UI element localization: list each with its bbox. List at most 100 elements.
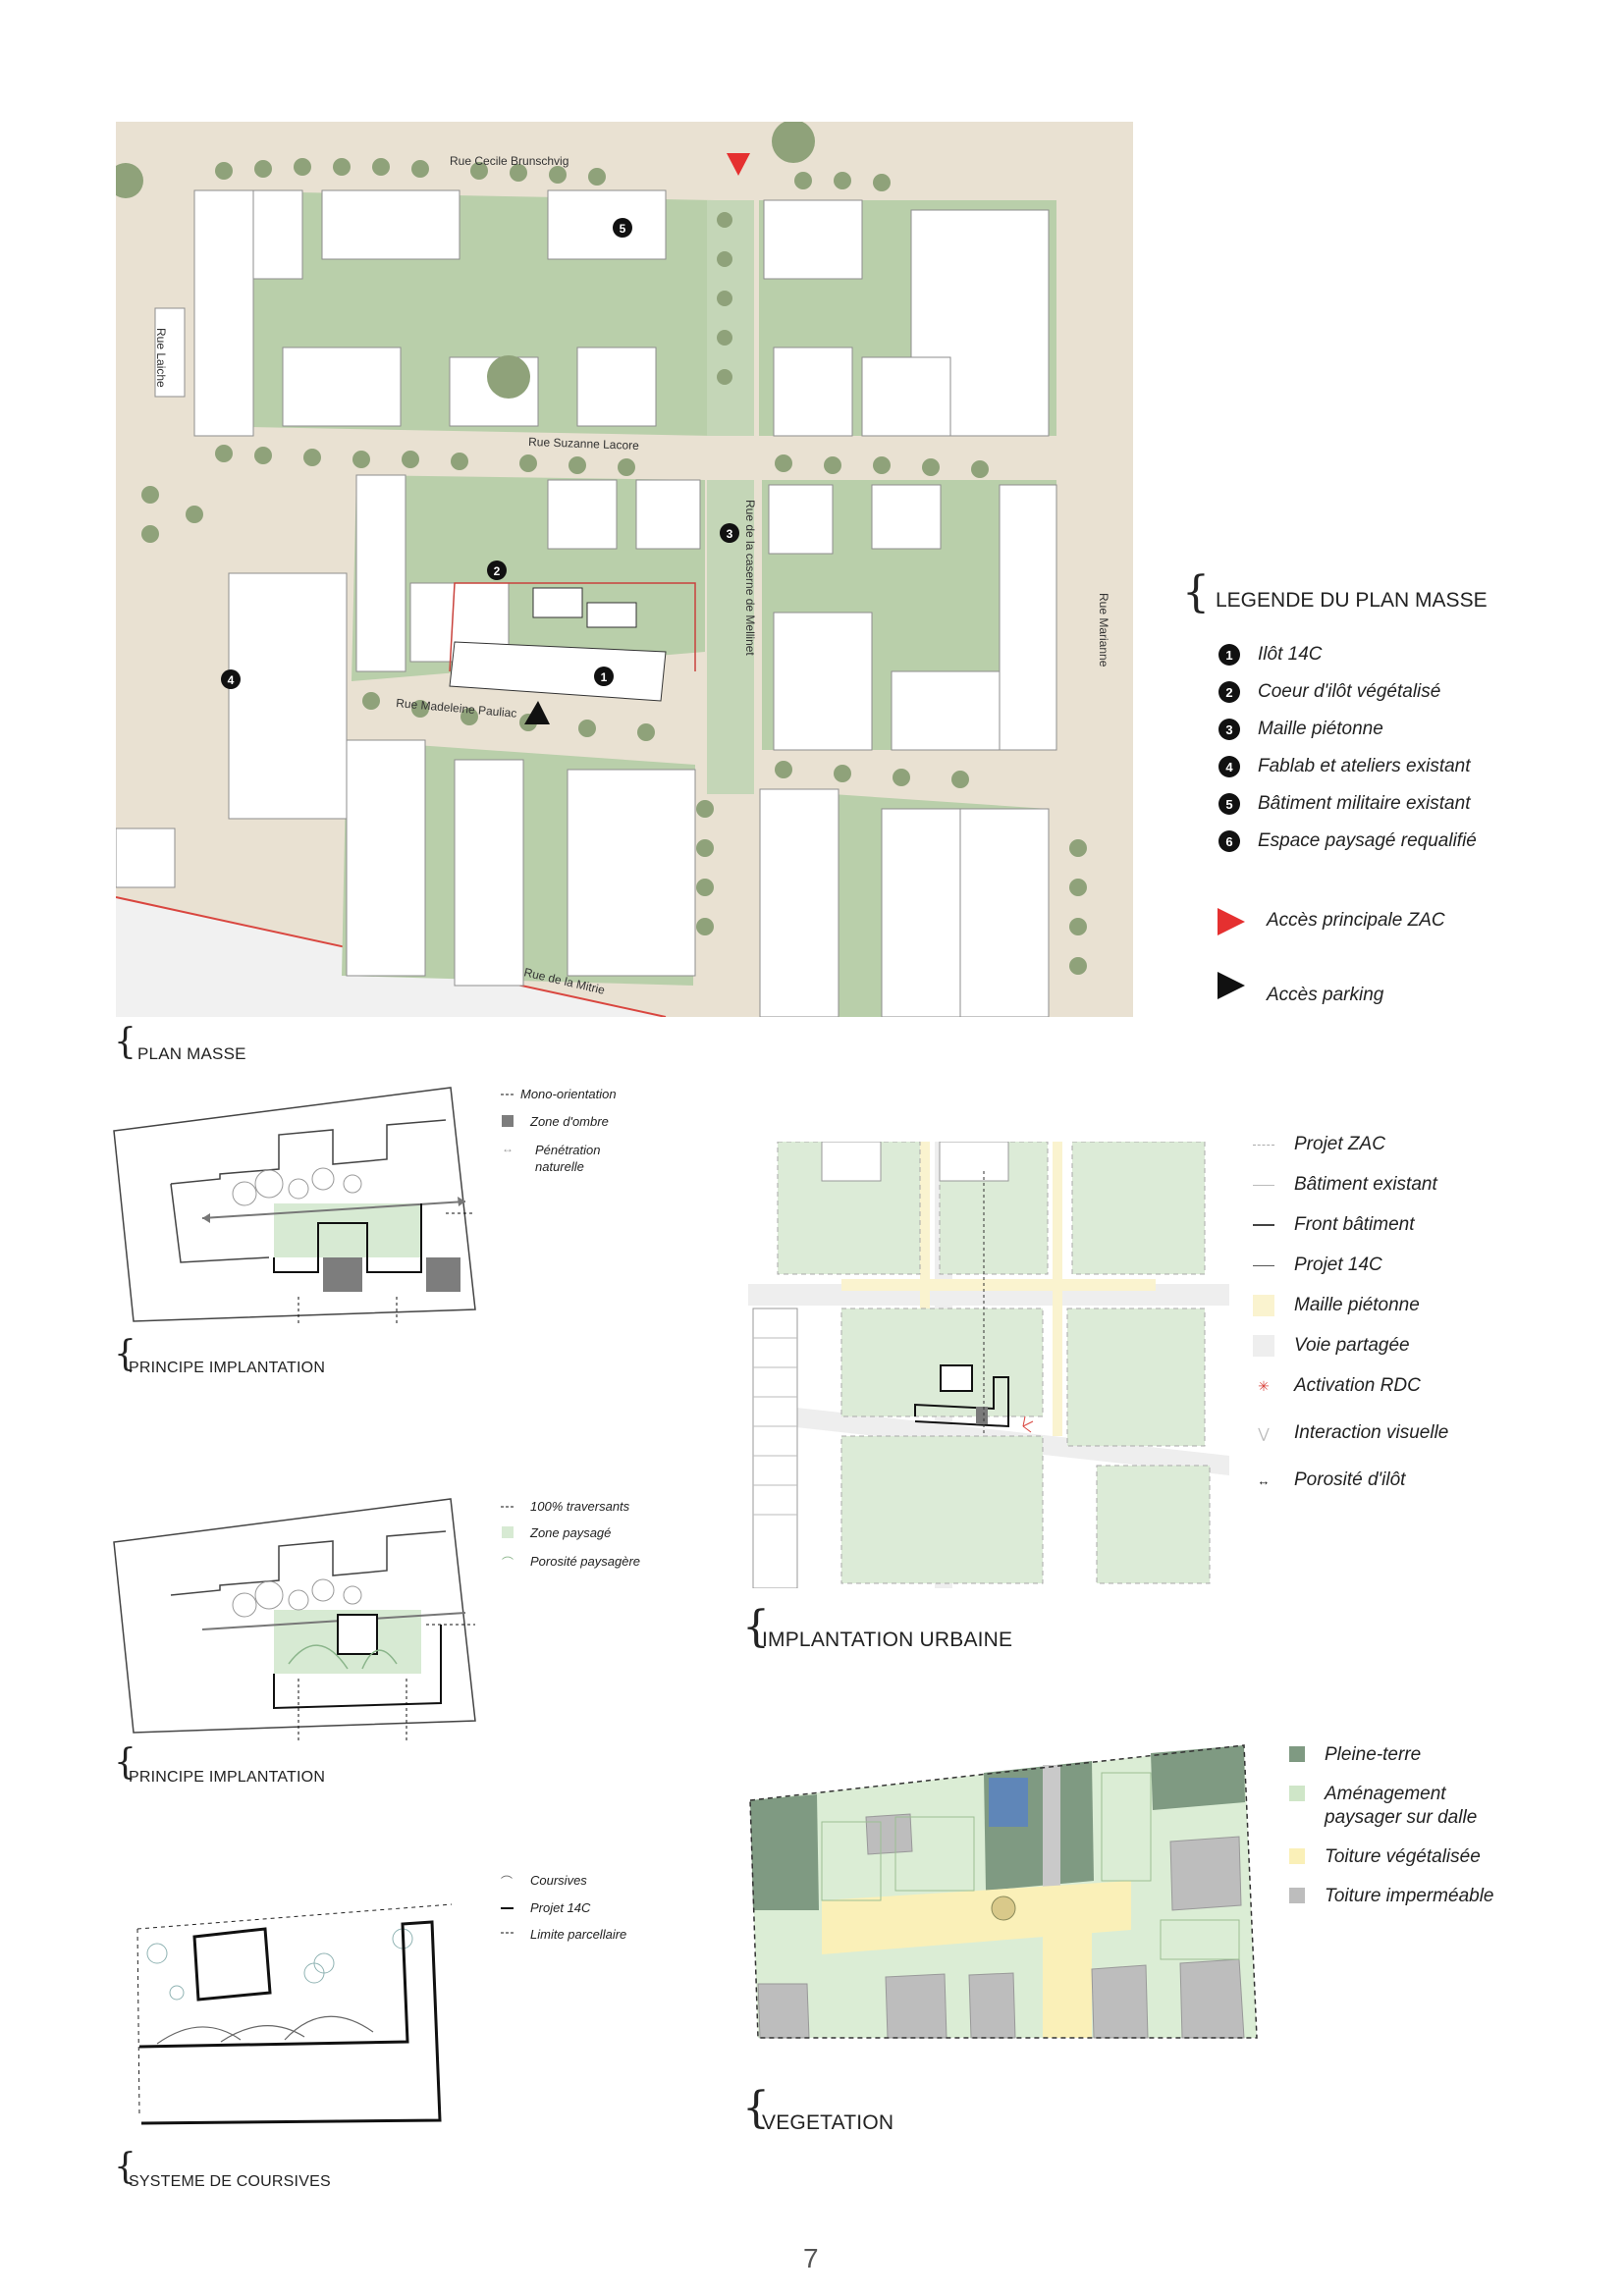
svg-text:5: 5 [620, 222, 626, 236]
marker-1: 1 [594, 667, 614, 686]
diagram3-legend-item: Limite parcellaire [530, 1927, 627, 1942]
urbaine-legend-item: ⋁ Interaction visuelle [1253, 1418, 1547, 1448]
coursives-diagram [136, 1903, 453, 2125]
green-roof-swatch-icon [1289, 1848, 1305, 1864]
urbaine-legend-item: Maille piétonne [1253, 1291, 1547, 1320]
diagram2-legend-item: Porosité paysagère [530, 1554, 641, 1569]
svg-text:3: 3 [727, 527, 733, 541]
porosity-arrow-icon: ↔ [1257, 1472, 1271, 1488]
legend-label: Fablab et ateliers existant [1258, 756, 1471, 776]
legend-number-badge: 6 [1218, 830, 1240, 852]
caption-bracket: { [114, 2147, 136, 2187]
natural-penetration-arrow-icon: ↔ [502, 1142, 514, 1155]
porosity-curve-icon: ⌒ [502, 1556, 514, 1570]
plan-masse-caption: PLAN MASSE [137, 1044, 246, 1063]
svg-text:4: 4 [228, 673, 235, 687]
urbaine-legend-item: Voie partagée [1253, 1331, 1547, 1361]
urbaine-legend-item: Bâtiment existant [1253, 1170, 1547, 1200]
project-14c-line-icon [1253, 1264, 1274, 1266]
vegetation-plan [749, 1744, 1258, 2039]
legend-item: 6 Espace paysagé requalifié [1218, 823, 1552, 860]
legend-number-badge: 3 [1218, 719, 1240, 740]
marker-5: 5 [613, 218, 632, 238]
coursive-curve-icon: ⌒ [501, 1875, 514, 1889]
vegetation-legend-item: Aménagement paysager sur dalle [1289, 1783, 1544, 1830]
legend-number-badge: 4 [1218, 756, 1240, 777]
pleine-terre-swatch-icon [1289, 1746, 1305, 1762]
caption-bracket: { [742, 1602, 770, 1652]
legend-access-main: Accès principale ZAC [1267, 910, 1445, 931]
page-number: 7 [803, 2243, 819, 2273]
marker-2: 2 [487, 561, 507, 580]
marker-3: 3 [720, 523, 739, 543]
legend-number-badge: 1 [1218, 644, 1240, 666]
legend-item: 2 Coeur d'ilôt végétalisé [1218, 673, 1552, 711]
legend-number-badge: 2 [1218, 681, 1240, 703]
svg-text:2: 2 [494, 564, 501, 578]
caption-bracket: { [114, 1022, 136, 1062]
caption-bracket: { [114, 1334, 136, 1374]
legend-label: Bâtiment militaire existant [1258, 793, 1471, 814]
traversant-arrow-icon [501, 1506, 514, 1508]
pedestrian-mesh-swatch-icon [1253, 1295, 1274, 1316]
plan-legend-list: 1 Ilôt 14C 2 Coeur d'ilôt végétalisé 3 M… [1218, 636, 1552, 860]
slab-landscape-swatch-icon [1289, 1786, 1305, 1801]
svg-text:1: 1 [601, 670, 608, 684]
vegetation-caption: VEGETATION [762, 2111, 894, 2134]
ground-floor-activation-icon: ✳ [1258, 1377, 1270, 1394]
diagram1-legend-item: Mono-orientation [520, 1087, 617, 1101]
legend-label: Ilôt 14C [1258, 644, 1323, 665]
shared-road-swatch-icon [1253, 1335, 1274, 1357]
diagram2-legend-item: Zone paysagé [530, 1525, 612, 1540]
diagram1-legend-item: Pénétration naturelle [535, 1143, 601, 1174]
parking-access-arrow-icon [524, 701, 550, 724]
urbaine-legend-item: Front bâtiment [1253, 1210, 1547, 1240]
marker-4: 4 [221, 669, 241, 689]
diagram3-legend-item: Projet 14C [530, 1900, 591, 1915]
building-front-line-icon [1253, 1224, 1274, 1226]
impermeable-roof-swatch-icon [1289, 1888, 1305, 1903]
street-label: Rue Cecile Brunschvig [450, 154, 568, 168]
urbaine-legend-item: Projet ZAC [1253, 1130, 1547, 1159]
parcel-limit-line-icon [501, 1932, 514, 1934]
legend-label: Coeur d'ilôt végétalisé [1258, 681, 1441, 702]
site-plan-map: Rue Cecile Brunschvig Rue Laiche Rue Suz… [116, 122, 1133, 1017]
street-label: Rue Suzanne Lacore [528, 435, 639, 453]
landscape-zone-swatch-icon [502, 1526, 514, 1538]
zac-project-line-icon [1253, 1144, 1274, 1146]
shadow-zone-swatch-icon [502, 1115, 514, 1127]
urbaine-legend: Projet ZAC Bâtiment existant Front bâtim… [1253, 1130, 1547, 1495]
street-label: Rue Laiche [154, 328, 168, 388]
legend-item: 3 Maille piétonne [1218, 711, 1552, 748]
main-access-arrow-icon [727, 153, 750, 176]
diagram1-caption: PRINCIPE IMPLANTATION [129, 1360, 326, 1376]
diagram1-legend-item: Zone d'ombre [530, 1114, 609, 1129]
mono-orientation-arrow-icon [501, 1094, 514, 1095]
diagram2-caption: PRINCIPE IMPLANTATION [129, 1769, 326, 1786]
project-line-icon [501, 1907, 514, 1909]
urbaine-legend-item: Projet 14C [1253, 1251, 1547, 1280]
legend-label: Maille piétonne [1258, 719, 1383, 739]
vegetation-legend-item: Toiture imperméable [1289, 1885, 1544, 1908]
legend-item: 4 Fablab et ateliers existant [1218, 748, 1552, 785]
vegetation-legend-item: Pleine-terre [1289, 1743, 1544, 1767]
diagram3-caption: SYSTEME DE COURSIVES [129, 2173, 331, 2190]
legend-access-parking: Accès parking [1267, 985, 1384, 1005]
diagram2-legend-item: 100% traversants [530, 1499, 630, 1514]
street-label: Rue Marianne [1097, 593, 1110, 667]
urbaine-legend-item: ↔ Porosité d'ilôt [1253, 1466, 1547, 1495]
street-label: Rue de la caserne de Mellinet [743, 500, 757, 656]
plan-legend-title: LEGENDE DU PLAN MASSE [1216, 589, 1488, 612]
main-access-triangle-icon [1218, 908, 1245, 935]
principe-implantation-diagram-1 [113, 1087, 476, 1326]
legend-label: Espace paysagé requalifié [1258, 830, 1477, 851]
parking-access-triangle-icon [1218, 972, 1245, 999]
legend-number-badge: 5 [1218, 793, 1240, 815]
legend-bracket: { [1182, 567, 1210, 617]
caption-bracket: { [114, 1742, 136, 1783]
visual-interaction-icon: ⋁ [1258, 1424, 1270, 1441]
diagram3-legend-item: Coursives [530, 1873, 587, 1888]
existing-building-line-icon [1253, 1184, 1274, 1186]
legend-item: 1 Ilôt 14C [1218, 636, 1552, 673]
legend-item: 5 Bâtiment militaire existant [1218, 785, 1552, 823]
